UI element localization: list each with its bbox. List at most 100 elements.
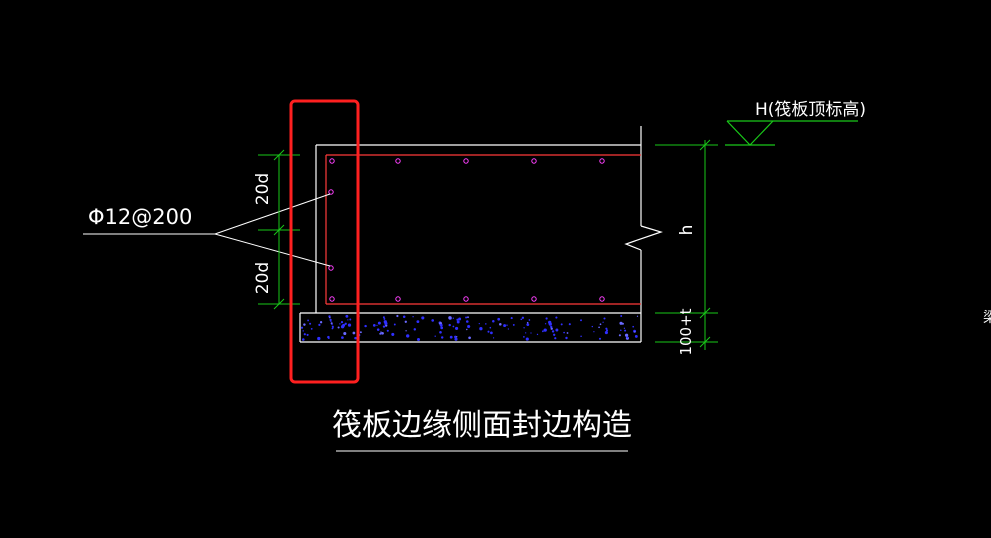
- concrete-dot: [550, 327, 553, 330]
- concrete-dot: [340, 320, 344, 324]
- concrete-dot: [545, 317, 548, 320]
- concrete-dot: [551, 330, 555, 333]
- concrete-dot: [344, 322, 347, 325]
- drawing-title: 筏板边缘侧面封边构造: [332, 408, 632, 443]
- concrete-dot: [536, 333, 539, 336]
- concrete-dot: [331, 325, 334, 328]
- left-dimension: [258, 149, 300, 310]
- concrete-dot: [602, 321, 604, 323]
- concrete-dot: [618, 334, 621, 337]
- concrete-dot: [605, 329, 609, 332]
- concrete-dot: [448, 316, 452, 320]
- concrete-dot: [306, 333, 309, 336]
- concrete-dot: [455, 336, 458, 338]
- concrete-dot: [396, 314, 399, 318]
- concrete-dot: [402, 315, 406, 318]
- concrete-dot: [354, 336, 357, 340]
- concrete-dot: [347, 319, 349, 321]
- concrete-dot: [456, 318, 459, 321]
- concrete-dot: [604, 331, 608, 335]
- concrete-dot: [605, 327, 608, 330]
- concrete-dot: [439, 323, 443, 327]
- concrete-dot: [352, 331, 356, 335]
- concrete-dot: [342, 323, 346, 327]
- concrete-dot: [555, 316, 558, 319]
- concrete-dot: [497, 317, 501, 321]
- concrete-dot: [439, 330, 442, 334]
- concrete-dot: [331, 323, 333, 326]
- concrete-dot: [452, 317, 454, 319]
- rebar-leader: [83, 193, 331, 267]
- concrete-dot: [377, 322, 380, 325]
- concrete-dot: [566, 332, 569, 334]
- concrete-dot: [440, 326, 444, 330]
- concrete-dot: [623, 327, 626, 329]
- rebar-spec-label: Φ12@200: [88, 205, 192, 229]
- concrete-dot: [300, 326, 304, 329]
- concrete-dot: [523, 336, 525, 338]
- concrete-dot: [580, 335, 582, 337]
- concrete-dot: [520, 318, 523, 321]
- concrete-dot: [431, 319, 435, 322]
- concrete-dot: [523, 327, 525, 329]
- concrete-dot: [319, 321, 323, 324]
- concrete-dot: [380, 331, 382, 333]
- concrete-dot: [465, 316, 468, 319]
- concrete-dot: [347, 323, 352, 327]
- concrete-dot: [456, 320, 460, 324]
- concrete-dot: [525, 337, 529, 341]
- concrete-dot: [440, 336, 444, 339]
- concrete-dot: [359, 331, 362, 334]
- concrete-dot: [636, 315, 639, 317]
- concrete-dot: [549, 325, 553, 329]
- concrete-dot: [512, 323, 515, 326]
- concrete-dot: [303, 323, 306, 326]
- concrete-dot: [339, 323, 341, 325]
- concrete-dot: [599, 323, 602, 326]
- concrete-dot: [448, 323, 451, 327]
- concrete-dot: [528, 319, 531, 321]
- concrete-dot: [391, 332, 395, 336]
- concrete-dot: [591, 325, 593, 328]
- concrete-dot: [330, 322, 333, 325]
- elevation-marker: [725, 120, 858, 146]
- concrete-dot: [565, 336, 568, 340]
- concrete-dot: [417, 338, 420, 341]
- concrete-dot: [526, 323, 530, 327]
- concrete-dot: [624, 329, 627, 332]
- concrete-dot: [598, 326, 600, 329]
- concrete-dot: [332, 327, 334, 329]
- concrete-dot: [492, 319, 495, 323]
- concrete-dot: [404, 320, 407, 323]
- concrete-dot: [329, 316, 331, 319]
- concrete-dot: [543, 328, 547, 332]
- rebar-dots: [328, 158, 605, 302]
- concrete-dot: [405, 330, 407, 332]
- concrete-dot: [553, 333, 556, 336]
- concrete-dot: [454, 335, 457, 339]
- concrete-dot: [510, 317, 513, 320]
- concrete-dot: [503, 324, 507, 328]
- concrete-dot: [449, 335, 453, 339]
- concrete-dot: [302, 338, 305, 341]
- concrete-dot: [454, 337, 458, 341]
- concrete-dot: [560, 323, 563, 326]
- concrete-dot: [468, 336, 471, 340]
- concrete-dot: [632, 325, 635, 328]
- concrete-dot: [383, 317, 386, 320]
- concrete-dot: [620, 315, 623, 317]
- concrete-dot: [487, 330, 490, 333]
- concrete-dot: [364, 324, 367, 328]
- concrete-dot: [318, 323, 321, 327]
- highlight-box: [289, 99, 360, 384]
- dim-100t-label: 100+t: [677, 308, 695, 355]
- concrete-dot: [499, 323, 502, 326]
- concrete-dot: [598, 337, 602, 340]
- concrete-dot: [455, 326, 459, 330]
- concrete-dot: [603, 317, 606, 320]
- concrete-dot: [458, 317, 462, 321]
- concrete-dot: [413, 328, 417, 331]
- concrete-dot: [310, 327, 313, 330]
- concrete-dot: [507, 328, 510, 330]
- concrete-dot: [634, 331, 636, 333]
